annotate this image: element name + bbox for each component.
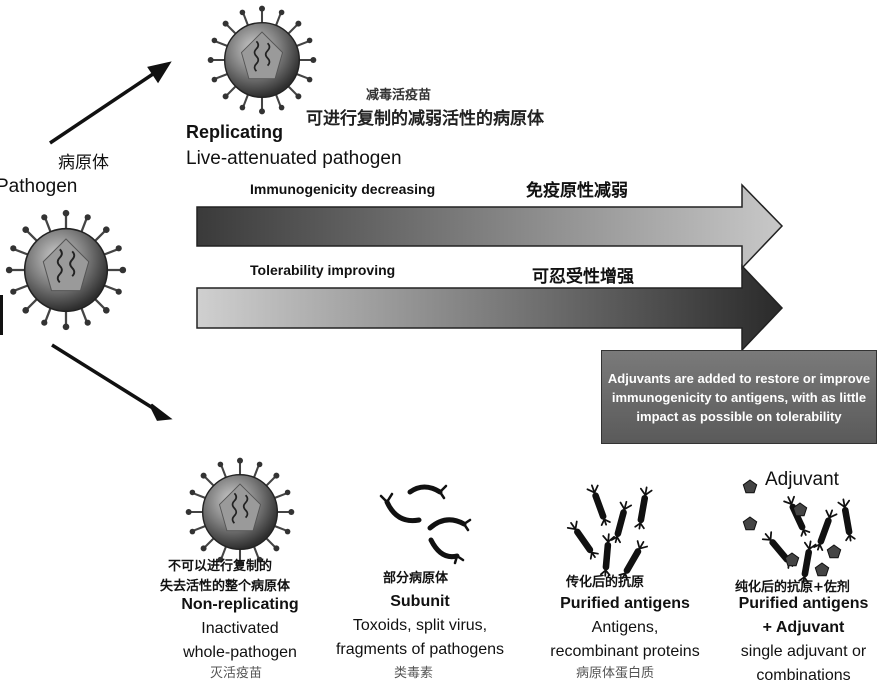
col3-line1: Antigens,	[591, 619, 659, 636]
tolerability-label: Tolerability improving	[250, 262, 396, 278]
left-edge-mark	[0, 295, 3, 335]
replicating-title: Replicating	[186, 122, 284, 142]
column-antigens-adjuvant: Purified antigens + Adjuvant single adju…	[730, 592, 877, 688]
immunogenicity-label: Immunogenicity decreasing	[250, 181, 436, 197]
adjuvant-info-text: Adjuvants are added to restore or improv…	[607, 370, 871, 424]
down-arrow	[51, 343, 173, 421]
adjuvant-info-box: Adjuvants are added to restore or improv…	[601, 350, 877, 444]
adjuvant-label: Adjuvant	[765, 469, 839, 490]
pathogen-label: Pathogen	[0, 176, 78, 197]
purified-antigens-icon	[565, 482, 653, 582]
col4-line2: combinations	[756, 667, 851, 684]
live-attenuated-label: Live-attenuated pathogen	[186, 148, 402, 169]
pathogen-virus-icon	[4, 208, 128, 332]
pathogen-label-cn: 病原体	[58, 153, 109, 173]
replicating-desc-cn: 可进行复制的减弱活性的病原体	[306, 109, 544, 129]
col4-cn-top: 纯化后的抗原+佐剂	[735, 580, 850, 595]
col2-title: Subunit	[390, 593, 450, 610]
col4-title2: + Adjuvant	[762, 619, 845, 636]
col3-cn-bottom: 病原体蛋白质	[576, 666, 655, 681]
column-subunit: Subunit Toxoids, split virus, fragments …	[318, 590, 522, 662]
immunogenicity-arrow	[196, 183, 784, 270]
col1-line1: Inactivated	[201, 620, 279, 637]
up-arrow	[49, 61, 172, 145]
column-purified-antigens: Purified antigens Antigens, recombinant …	[530, 592, 720, 664]
col1-line2: whole-pathogen	[183, 644, 297, 661]
col2-line2: fragments of pathogens	[335, 641, 505, 658]
immunogenicity-label-cn: 免疫原性减弱	[526, 181, 628, 201]
col3-line2: recombinant proteins	[550, 643, 700, 660]
col2-line1: Toxoids, split virus,	[352, 617, 488, 634]
tolerability-label-cn: 可忍受性增强	[532, 267, 634, 287]
column-non-replicating: Non-replicating Inactivated whole-pathog…	[155, 593, 325, 665]
tolerability-arrow	[196, 264, 784, 352]
live-vaccine-label-cn: 减毒活疫苗	[366, 88, 432, 103]
col3-cn-top: 传化后的抗原	[566, 575, 645, 590]
col2-cn-top: 部分病原体	[383, 571, 449, 586]
col4-title: Purified antigens	[738, 595, 869, 612]
col1-title: Non-replicating	[181, 596, 299, 613]
inactivated-virus-icon	[184, 456, 296, 568]
col1-cn-bottom: 灭活疫苗	[210, 666, 263, 681]
col1-cn-top2: 失去活性的整个病原体	[160, 579, 291, 594]
antigens-with-adjuvant-icon	[742, 479, 857, 585]
col4-line1: single adjuvant or	[740, 643, 867, 660]
col1-cn-top: 不可以进行复制的	[168, 559, 273, 574]
subunit-fragments-icon	[379, 484, 472, 565]
col2-cn-bottom: 类毒素	[394, 666, 434, 681]
col3-title: Purified antigens	[560, 595, 690, 612]
replicating-virus-icon	[206, 4, 318, 116]
